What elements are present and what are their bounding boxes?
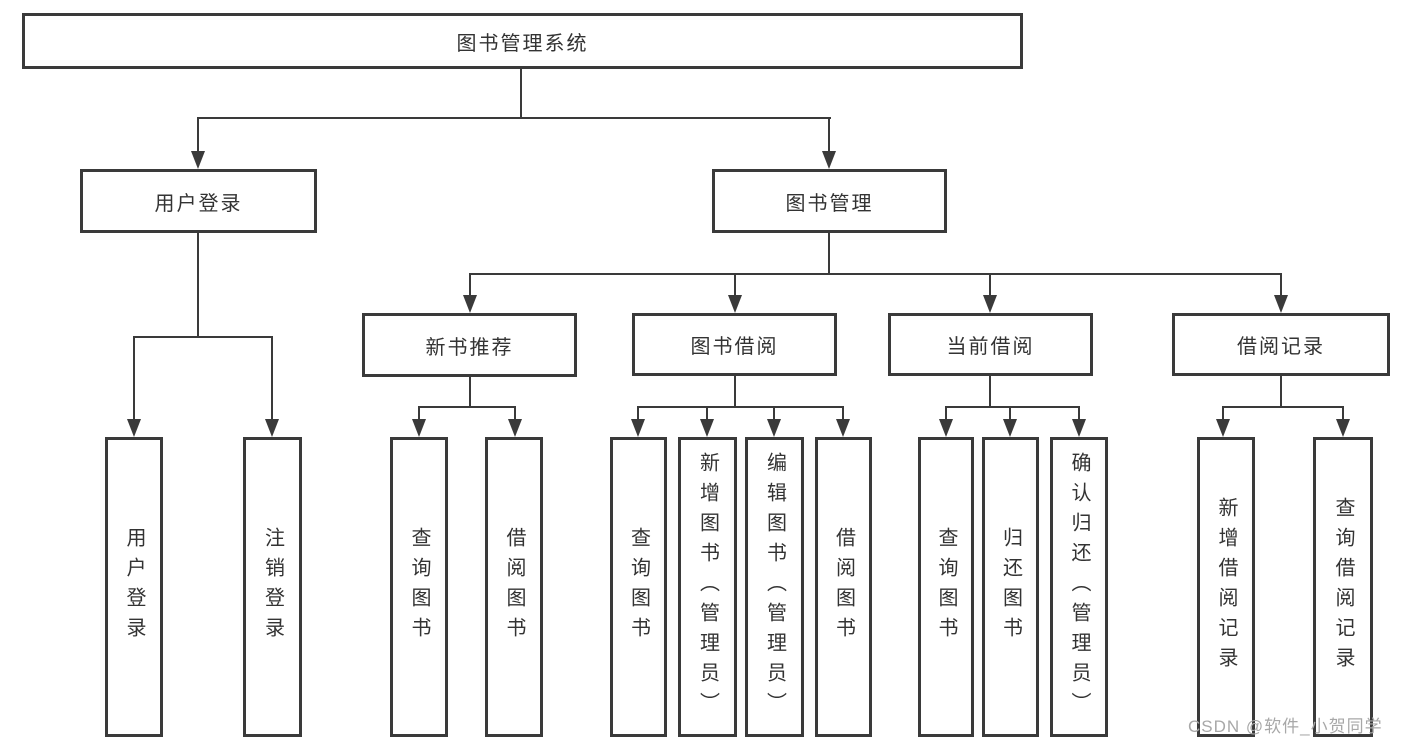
leaf-query-books-recommend-label: 查询图书 (408, 527, 430, 647)
node-root-label: 图书管理系统 (456, 32, 589, 55)
connector-root-bar (197, 117, 831, 119)
arrow-to-query-books-current (939, 419, 953, 437)
leaf-query-books-borrow-label: 查询图书 (627, 527, 650, 647)
connector-recommend-c0-drop (418, 406, 420, 420)
leaf-add-borrow-record: 新增借阅记录 (1197, 437, 1255, 737)
arrow-to-leaf-user-login (127, 419, 141, 437)
node-user-login: 用户登录 (80, 169, 317, 233)
node-borrow-records: 借阅记录 (1172, 313, 1390, 376)
node-new-book-recommend-label: 新书推荐 (425, 336, 514, 359)
node-book-management-label: 图书管理 (785, 192, 874, 215)
arrow-to-query-books-borrow (631, 419, 645, 437)
leaf-edit-books-admin: 编辑图书（管理员） (745, 437, 804, 737)
arrow-to-current-borrow (983, 295, 997, 313)
connector-book-borrow-c2-drop (773, 406, 775, 420)
connector-leaf-logout-drop (271, 336, 273, 420)
arrow-to-return-books (1003, 419, 1017, 437)
leaf-add-books-admin: 新增图书（管理员） (678, 437, 737, 737)
connector-current-borrow-c0-drop (945, 406, 947, 420)
arrow-to-leaf-logout (265, 419, 279, 437)
connector-borrow-records-c0-drop (1222, 406, 1224, 420)
arrow-to-query-borrow-record (1336, 419, 1350, 437)
connector-recommend-stem (469, 377, 471, 408)
connector-book-borrow-stem (734, 376, 736, 408)
node-book-management: 图书管理 (712, 169, 947, 233)
leaf-borrow-books-recommend-label: 借阅图书 (503, 527, 525, 647)
connector-current-borrow-drop (989, 273, 991, 297)
connector-leaf-user-login-drop (133, 336, 135, 420)
leaf-query-books-recommend: 查询图书 (390, 437, 448, 737)
leaf-borrow-books-recommend: 借阅图书 (485, 437, 543, 737)
connector-borrow-records-stem (1280, 376, 1282, 408)
arrow-to-borrow-books-recommend (508, 419, 522, 437)
connector-book-mgmt-bar (469, 273, 1282, 275)
leaf-return-books-label: 归还图书 (999, 527, 1022, 647)
arrow-to-book-mgmt (822, 151, 836, 169)
leaf-query-borrow-record: 查询借阅记录 (1313, 437, 1373, 737)
leaf-query-books-borrow: 查询图书 (610, 437, 667, 737)
connector-book-borrow-c0-drop (637, 406, 639, 420)
connector-book-mgmt-stem (828, 233, 830, 275)
arrow-to-edit-books-admin (767, 419, 781, 437)
arrow-to-recommend (463, 295, 477, 313)
leaf-logout-label: 注销登录 (261, 527, 284, 647)
leaf-edit-books-admin-label: 编辑图书（管理员） (763, 452, 786, 722)
node-book-borrow: 图书借阅 (632, 313, 837, 376)
connector-borrow-records-bar (1222, 406, 1344, 408)
arrow-to-borrow-records (1274, 295, 1288, 313)
leaf-query-books-current-label: 查询图书 (935, 527, 957, 647)
arrow-to-book-borrow (728, 295, 742, 313)
leaf-query-borrow-record-label: 查询借阅记录 (1332, 497, 1354, 677)
csdn-watermark: CSDN @软件_小贺同学 (1188, 717, 1383, 736)
node-current-borrow: 当前借阅 (888, 313, 1093, 376)
leaf-confirm-return-admin-label: 确认归还（管理员） (1068, 452, 1090, 722)
leaf-user-login: 用户登录 (105, 437, 163, 737)
connector-recommend-drop (469, 273, 471, 297)
arrow-to-query-books-recommend (412, 419, 426, 437)
connector-current-borrow-c1-drop (1009, 406, 1011, 420)
connector-user-login-drop (197, 117, 199, 153)
node-new-book-recommend: 新书推荐 (362, 313, 577, 377)
connector-book-borrow-c3-drop (842, 406, 844, 420)
connector-current-borrow-bar (945, 406, 1080, 408)
connector-current-borrow-c2-drop (1078, 406, 1080, 420)
arrow-to-user-login (191, 151, 205, 169)
leaf-return-books: 归还图书 (982, 437, 1039, 737)
node-book-borrow-label: 图书借阅 (690, 336, 779, 358)
node-borrow-records-label: 借阅记录 (1237, 336, 1325, 358)
connector-borrow-records-c1-drop (1342, 406, 1344, 420)
connector-root-stem (520, 69, 522, 119)
connector-user-login-stem (197, 233, 199, 338)
leaf-borrow-books-label: 借阅图书 (832, 527, 855, 647)
connector-borrow-records-drop (1280, 273, 1282, 297)
leaf-confirm-return-admin: 确认归还（管理员） (1050, 437, 1108, 737)
arrow-to-add-borrow-record (1216, 419, 1230, 437)
leaf-add-borrow-record-label: 新增借阅记录 (1215, 497, 1237, 677)
leaf-user-login-label: 用户登录 (123, 527, 145, 647)
node-user-login-label: 用户登录 (154, 192, 243, 215)
leaf-add-books-admin-label: 新增图书（管理员） (696, 452, 719, 722)
connector-book-borrow-c1-drop (706, 406, 708, 420)
connector-recommend-bar (418, 406, 516, 408)
connector-book-borrow-drop (734, 273, 736, 297)
node-root: 图书管理系统 (22, 13, 1023, 69)
connector-book-mgmt-drop (828, 117, 830, 153)
leaf-query-books-current: 查询图书 (918, 437, 974, 737)
arrow-to-borrow-books (836, 419, 850, 437)
connector-recommend-c1-drop (514, 406, 516, 420)
connector-book-borrow-bar (637, 406, 844, 408)
leaf-borrow-books: 借阅图书 (815, 437, 872, 737)
arrow-to-add-books-admin (700, 419, 714, 437)
arrow-to-confirm-return-admin (1072, 419, 1086, 437)
connector-current-borrow-stem (989, 376, 991, 408)
connector-user-login-bar (133, 336, 273, 338)
leaf-logout: 注销登录 (243, 437, 302, 737)
node-current-borrow-label: 当前借阅 (946, 336, 1035, 358)
